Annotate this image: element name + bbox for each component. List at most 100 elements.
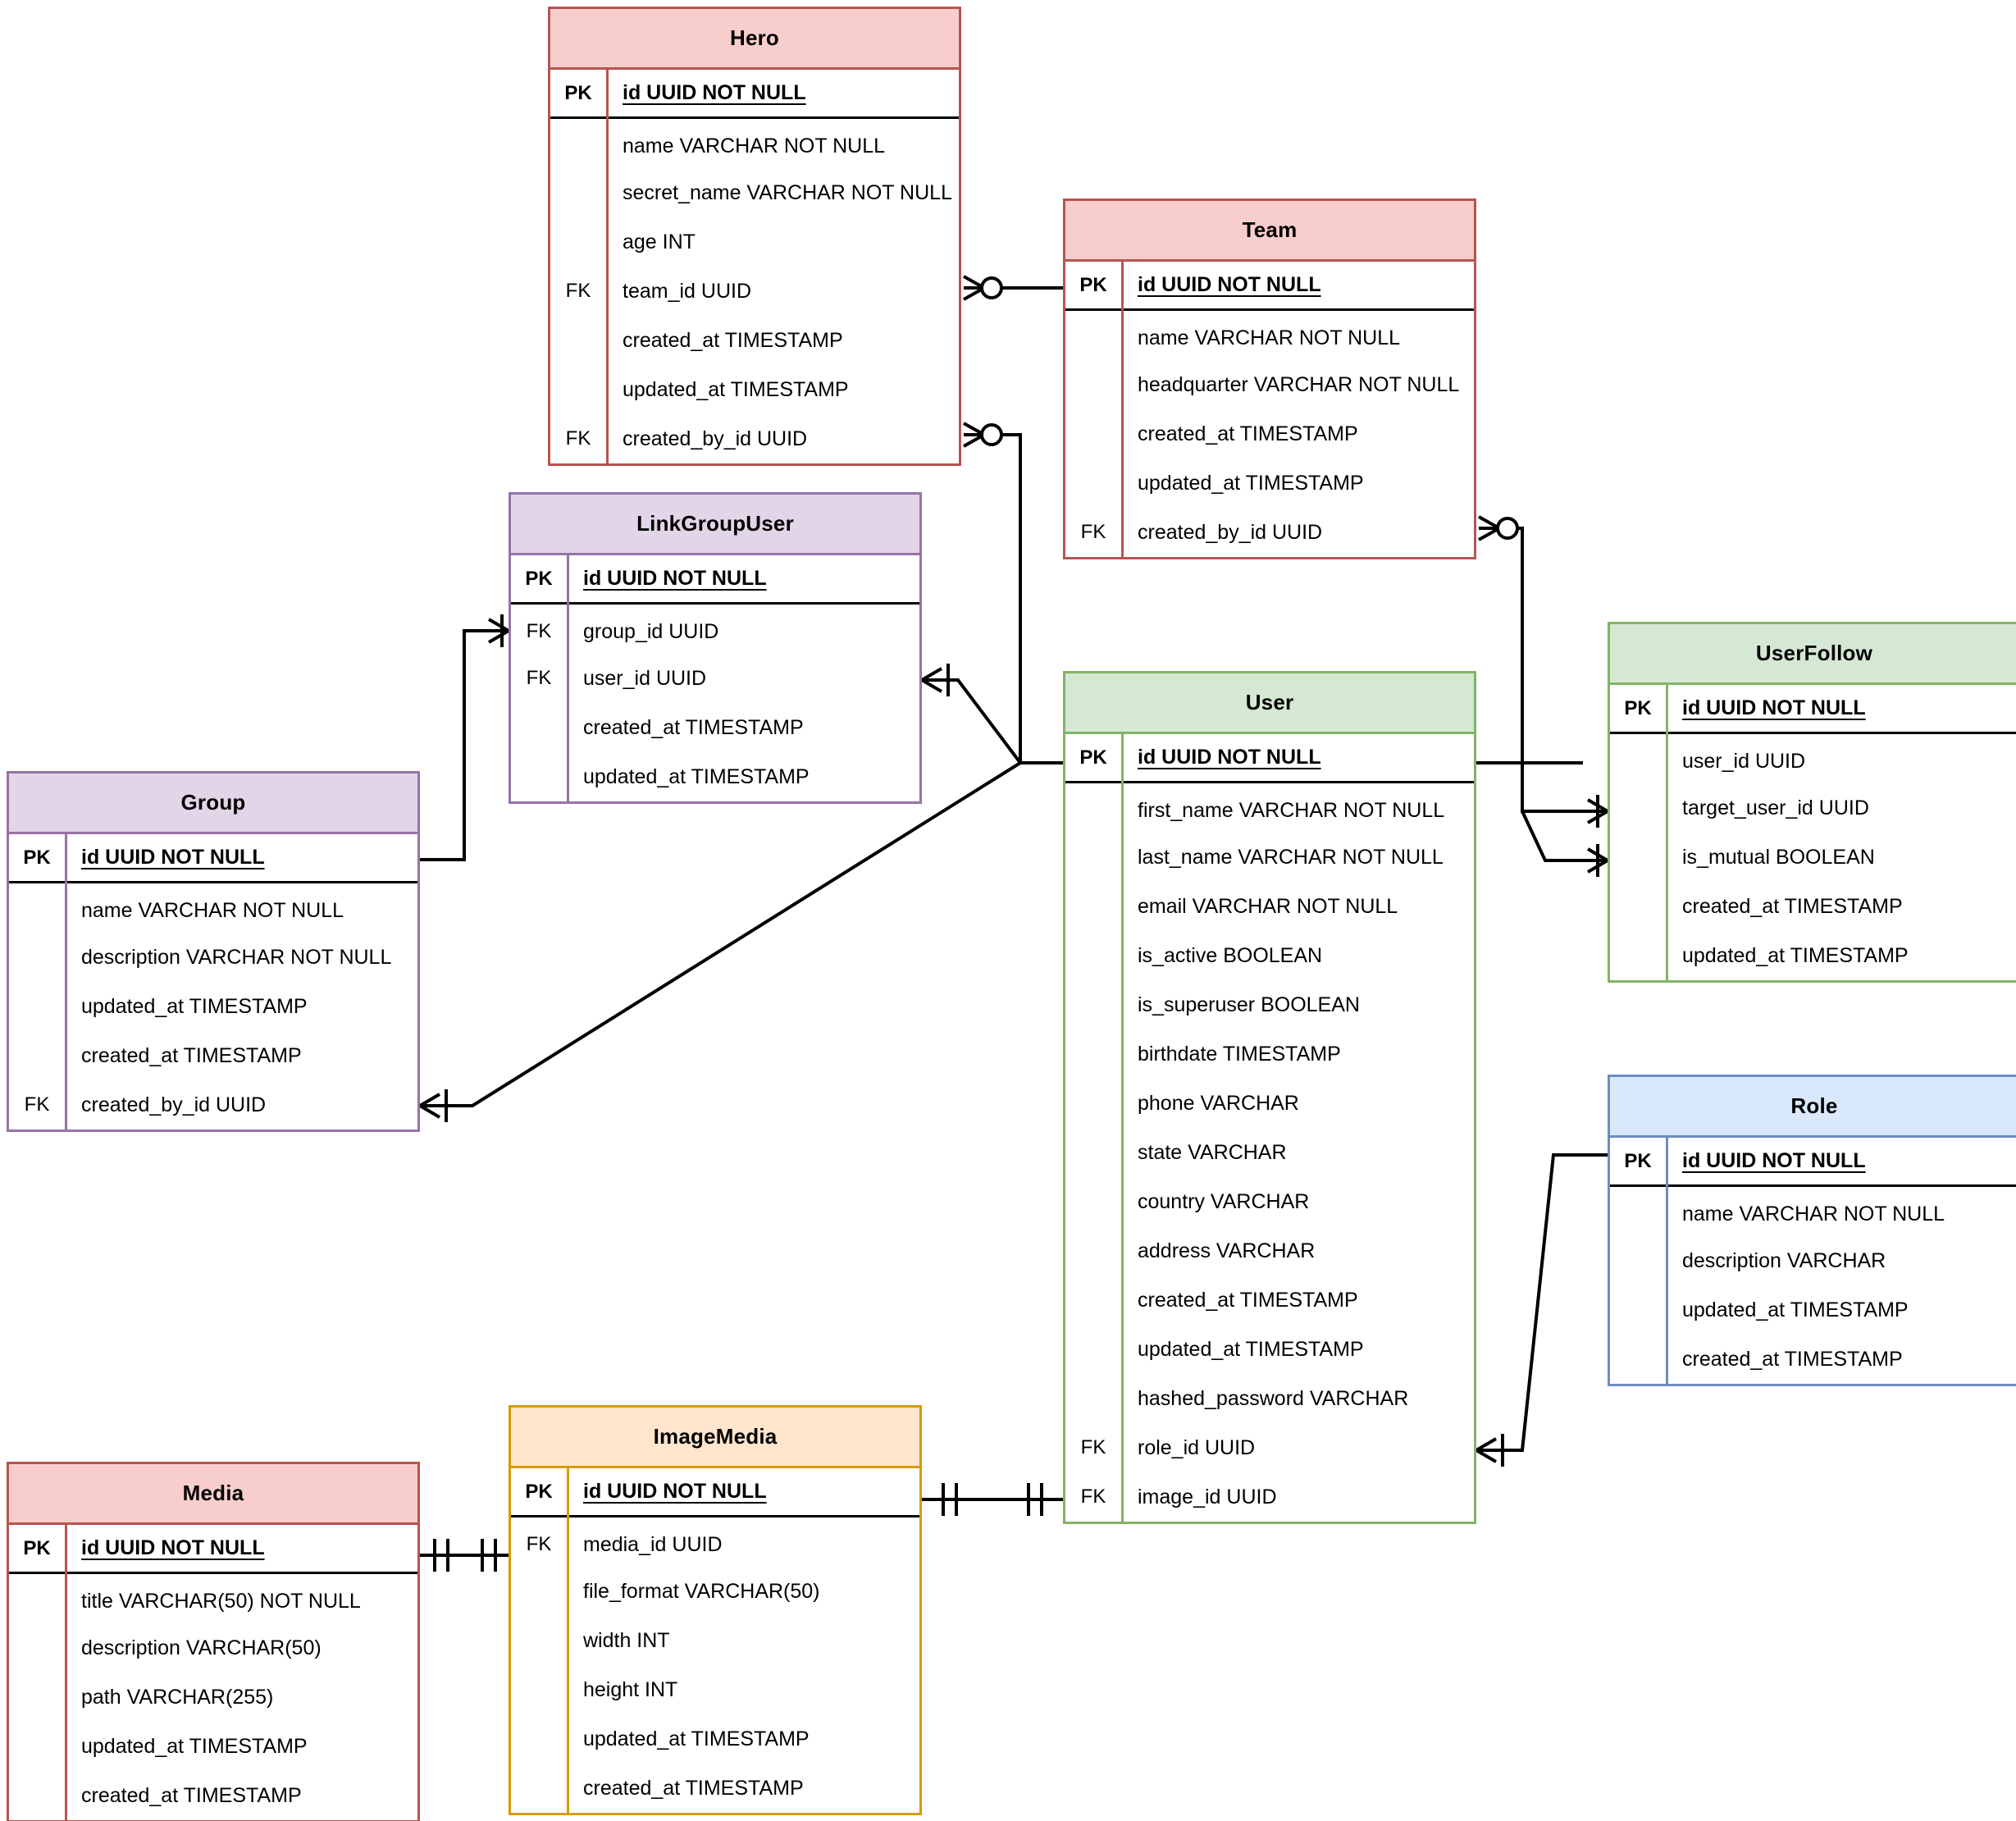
field-row[interactable]: state VARCHAR — [1065, 1128, 1474, 1177]
field-label: birthdate TIMESTAMP — [1138, 1042, 1341, 1066]
field-row[interactable]: age INT — [550, 217, 959, 267]
field-row[interactable]: hashed_password VARCHAR — [1065, 1374, 1474, 1423]
field-label: id UUID NOT NULL — [623, 81, 806, 104]
field-row[interactable]: is_mutual BOOLEAN — [1610, 833, 2016, 882]
field-row[interactable]: created_at TIMESTAMP — [550, 316, 959, 365]
field-label: updated_at TIMESTAMP — [1138, 1337, 1364, 1361]
field-row[interactable]: updated_at TIMESTAMP — [550, 365, 959, 414]
field-row[interactable]: created_at TIMESTAMP — [1065, 1276, 1474, 1325]
field-label: updated_at TIMESTAMP — [583, 764, 810, 788]
field-row[interactable]: description VARCHAR — [1610, 1236, 2016, 1285]
field-label: file_format VARCHAR(50) — [583, 1579, 820, 1603]
field-row[interactable]: is_active BOOLEAN — [1065, 931, 1474, 980]
edge-user-userfollow-user — [1476, 761, 1609, 828]
field-row[interactable]: PK id UUID NOT NULL — [1065, 734, 1474, 783]
field-row[interactable]: target_user_id UUID — [1610, 783, 2016, 833]
field-row[interactable]: updated_at TIMESTAMP — [1065, 1325, 1474, 1374]
field-row[interactable]: name VARCHAR NOT NULL — [1610, 1187, 2016, 1236]
field-label: email VARCHAR NOT NULL — [1138, 894, 1398, 918]
field-row[interactable]: description VARCHAR NOT NULL — [9, 933, 417, 982]
field-row[interactable]: path VARCHAR(255) — [9, 1673, 417, 1722]
field-row[interactable]: updated_at TIMESTAMP — [1610, 1285, 2016, 1335]
field-label: id UUID NOT NULL — [81, 846, 265, 869]
field-row[interactable]: name VARCHAR NOT NULL — [550, 119, 959, 168]
field-row[interactable]: description VARCHAR(50) — [9, 1623, 417, 1673]
fk-badge: FK — [526, 667, 552, 689]
field-row[interactable]: secret_name VARCHAR NOT NULL — [550, 168, 959, 217]
field-row[interactable]: updated_at TIMESTAMP — [1065, 459, 1474, 508]
field-row[interactable]: created_at TIMESTAMP — [9, 1031, 417, 1080]
field-label: group_id UUID — [583, 619, 719, 643]
field-row[interactable]: updated_at TIMESTAMP — [9, 1722, 417, 1771]
pk-badge: PK — [1079, 746, 1107, 769]
field-row[interactable]: width INT — [511, 1616, 919, 1665]
fk-badge: FK — [1080, 521, 1106, 543]
field-row[interactable]: updated_at TIMESTAMP — [9, 982, 417, 1031]
field-label: created_at TIMESTAMP — [623, 328, 843, 352]
field-row[interactable]: updated_at TIMESTAMP — [511, 1714, 919, 1764]
field-row[interactable]: name VARCHAR NOT NULL — [9, 883, 417, 933]
field-row[interactable]: phone VARCHAR — [1065, 1079, 1474, 1128]
field-label: created_at TIMESTAMP — [1138, 1288, 1358, 1312]
field-label: description VARCHAR — [1682, 1248, 1886, 1272]
field-label: id UUID NOT NULL — [1138, 746, 1321, 769]
field-label: headquarter VARCHAR NOT NULL — [1138, 372, 1460, 396]
field-row[interactable]: created_at TIMESTAMP — [1610, 882, 2016, 931]
field-row[interactable]: created_at TIMESTAMP — [1065, 409, 1474, 459]
field-row[interactable]: address VARCHAR — [1065, 1226, 1474, 1276]
fk-badge: FK — [526, 620, 552, 642]
field-row[interactable]: last_name VARCHAR NOT NULL — [1065, 833, 1474, 882]
field-row[interactable]: headquarter VARCHAR NOT NULL — [1065, 360, 1474, 409]
field-row[interactable]: birthdate TIMESTAMP — [1065, 1029, 1474, 1079]
field-row[interactable]: is_superuser BOOLEAN — [1065, 980, 1474, 1029]
field-row[interactable]: country VARCHAR — [1065, 1177, 1474, 1226]
field-label: id UUID NOT NULL — [81, 1536, 265, 1559]
field-row[interactable]: user_id UUID — [1610, 734, 2016, 783]
field-row[interactable]: file_format VARCHAR(50) — [511, 1567, 919, 1616]
field-row[interactable]: email VARCHAR NOT NULL — [1065, 882, 1474, 931]
field-row[interactable]: created_at TIMESTAMP — [9, 1771, 417, 1820]
field-label: updated_at TIMESTAMP — [623, 377, 849, 401]
field-label: width INT — [583, 1628, 670, 1652]
field-label: target_user_id UUID — [1682, 796, 1869, 819]
fk-badge: FK — [526, 1533, 552, 1555]
field-label: state VARCHAR — [1138, 1140, 1287, 1164]
field-row[interactable]: created_at TIMESTAMP — [511, 703, 919, 752]
field-row[interactable]: first_name VARCHAR NOT NULL — [1065, 783, 1474, 833]
field-label: id UUID NOT NULL — [1682, 1149, 1866, 1172]
field-label: age INT — [623, 230, 696, 253]
field-row[interactable]: updated_at TIMESTAMP — [1610, 931, 2016, 980]
field-row[interactable]: name VARCHAR NOT NULL — [1065, 311, 1474, 360]
field-row[interactable]: height INT — [511, 1665, 919, 1714]
field-row[interactable]: FK group_id UUID — [511, 605, 919, 654]
field-row[interactable]: created_at TIMESTAMP — [1610, 1335, 2016, 1384]
field-row[interactable]: created_at TIMESTAMP — [511, 1764, 919, 1813]
field-row[interactable]: title VARCHAR(50) NOT NULL — [9, 1574, 417, 1623]
field-row[interactable]: updated_at TIMESTAMP — [511, 752, 919, 801]
